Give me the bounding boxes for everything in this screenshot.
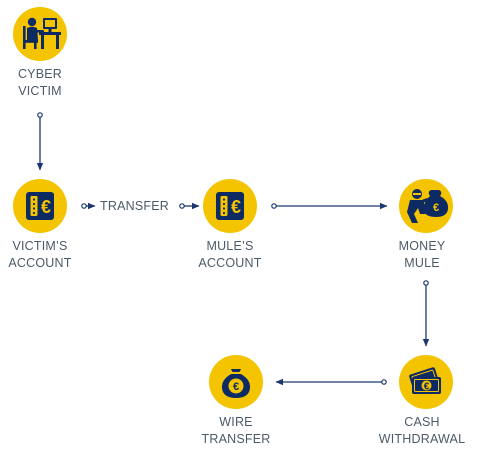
label-cash-withdrawal-line-2: WITHDRAWAL (378, 432, 466, 446)
label-cyber-victim: CYBER VICTIM (0, 66, 95, 100)
node-cash-withdrawal: € (399, 355, 453, 409)
edge-cyber-victim-to-victims-account (36, 112, 44, 171)
label-money-mule-line-1: MONEY (398, 239, 446, 253)
node-wire-transfer: € (209, 355, 263, 409)
label-cyber-victim-line-2: VICTIM (18, 84, 62, 98)
euro-money-bag-icon: € (221, 369, 251, 398)
svg-text:€: € (433, 202, 439, 214)
edge-victims-account-to-mules-account (81, 202, 200, 210)
label-cash-withdrawal: CASH WITHDRAWAL (367, 414, 477, 448)
node-money-mule: € (399, 179, 453, 233)
svg-text:€: € (233, 381, 239, 393)
label-wire-transfer-line-1: WIRE (219, 415, 253, 429)
label-wire-transfer-line-2: TRANSFER (201, 432, 271, 446)
euro-ledger-icon: € (216, 192, 244, 220)
node-victims-account: € (13, 179, 67, 233)
label-mules-account: MULE’S ACCOUNT (175, 238, 285, 272)
label-victims-account-line-1: VICTIM’S (12, 239, 68, 253)
label-mules-account-line-1: MULE’S (206, 239, 254, 253)
edge-money-mule-to-cash-withdrawal (422, 280, 430, 347)
label-cash-withdrawal-line-1: CASH (404, 415, 440, 429)
edge-label-transfer: TRANSFER (100, 199, 169, 213)
svg-text:€: € (231, 197, 241, 217)
person-at-computer-icon (23, 17, 61, 49)
label-cyber-victim-line-1: CYBER (17, 67, 63, 81)
thief-with-money-bag-icon: € (407, 189, 449, 223)
edge-cash-withdrawal-to-wire-transfer (275, 378, 387, 386)
label-victims-account: VICTIM’S ACCOUNT (0, 238, 95, 272)
label-money-mule: MONEY MULE (367, 238, 477, 272)
svg-text:€: € (424, 381, 430, 392)
label-money-mule-line-2: MULE (404, 256, 440, 270)
node-mules-account: € (203, 179, 257, 233)
node-cyber-victim (13, 7, 67, 61)
svg-text:€: € (41, 197, 51, 217)
label-wire-transfer: WIRE TRANSFER (181, 414, 291, 448)
label-victims-account-line-2: ACCOUNT (8, 256, 72, 270)
euro-banknotes-icon: € (409, 367, 441, 394)
edge-mules-account-to-money-mule (271, 202, 388, 210)
label-mules-account-line-2: ACCOUNT (198, 256, 262, 270)
euro-ledger-icon: € (26, 192, 54, 220)
